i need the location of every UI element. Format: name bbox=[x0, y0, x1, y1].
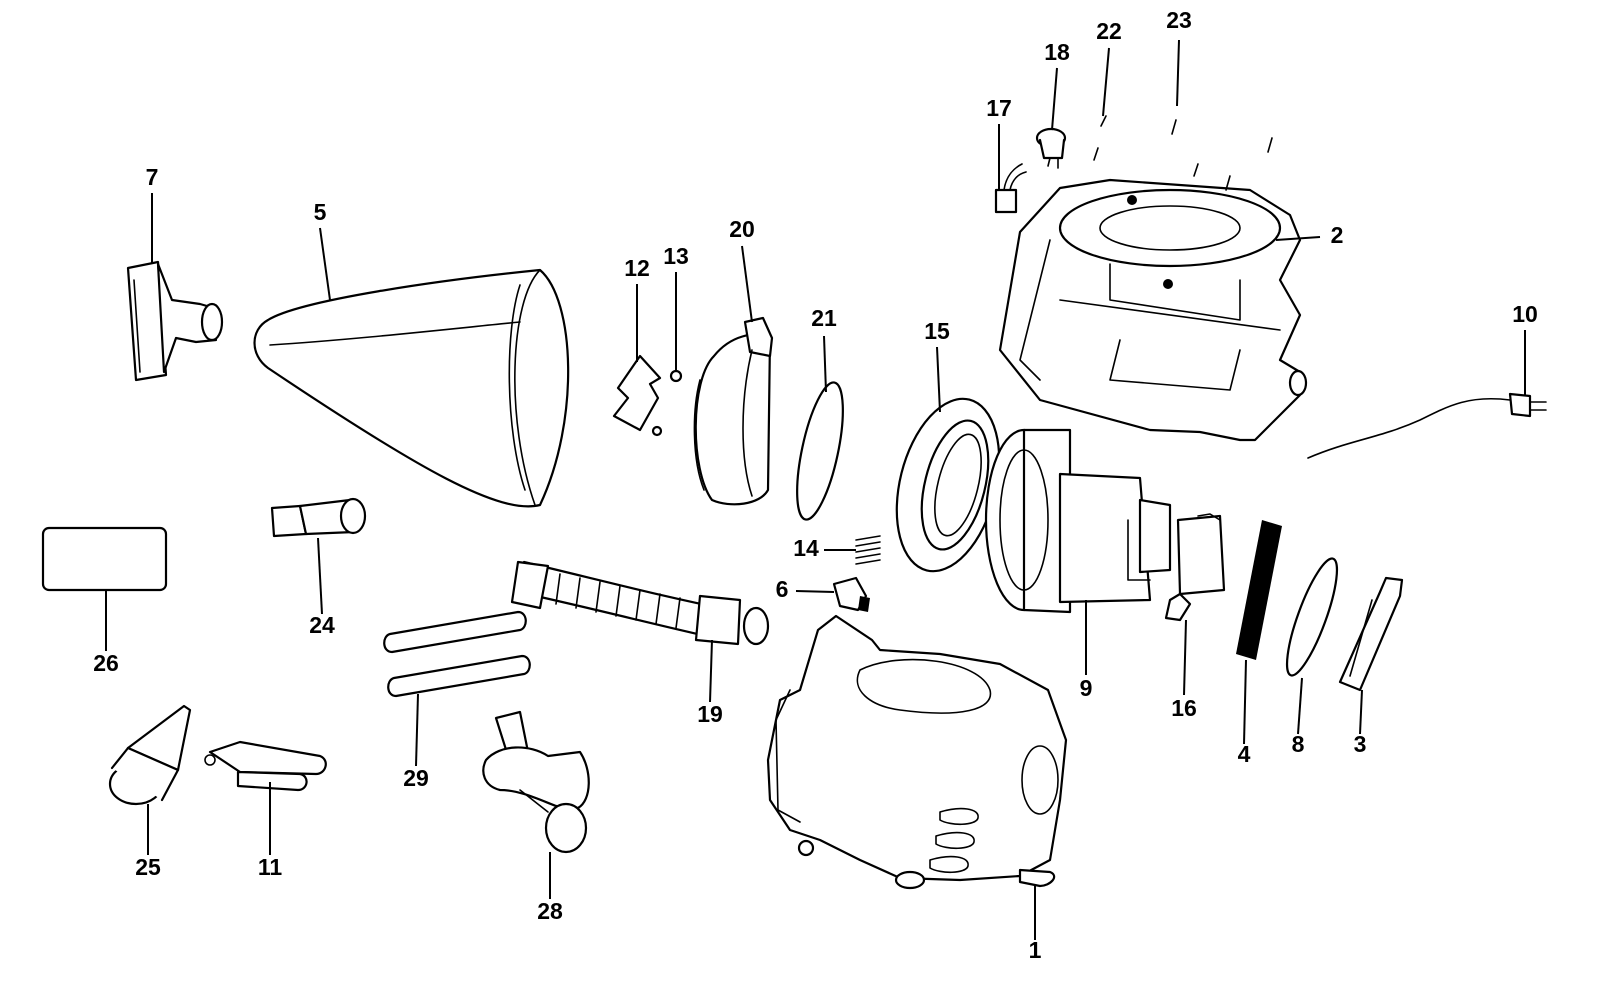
callout-22: 22 bbox=[1096, 18, 1122, 44]
callout-labels: 1 2 3 4 5 6 7 8 9 10 11 12 13 14 15 16 1… bbox=[93, 7, 1538, 963]
callout-15: 15 bbox=[924, 318, 950, 344]
part-3-clip bbox=[1338, 576, 1404, 692]
part-2-motor-housing bbox=[998, 178, 1308, 442]
part-5-dust-bowl bbox=[253, 268, 570, 508]
callout-11: 11 bbox=[258, 854, 283, 880]
callout-9: 9 bbox=[1080, 675, 1093, 701]
part-20-filter-frame bbox=[693, 316, 774, 506]
part-22-23-screws bbox=[1093, 115, 1273, 191]
callout-16: 16 bbox=[1171, 695, 1197, 721]
callout-3: 3 bbox=[1354, 731, 1367, 757]
part-26-label bbox=[41, 526, 168, 592]
callout-29: 29 bbox=[403, 765, 429, 791]
part-17-switch bbox=[994, 163, 1027, 214]
part-6-latch bbox=[832, 576, 870, 612]
callout-25: 25 bbox=[135, 854, 161, 880]
part-11-brush-clip bbox=[204, 740, 327, 792]
part-18-button bbox=[1035, 127, 1067, 169]
callout-5: 5 bbox=[314, 199, 327, 225]
callout-2: 2 bbox=[1331, 222, 1344, 248]
part-9-motor bbox=[984, 428, 1172, 614]
callout-24: 24 bbox=[309, 612, 335, 638]
part-1-main-body bbox=[766, 614, 1068, 890]
part-29-extension-rods bbox=[383, 610, 531, 698]
part-24-adapter bbox=[270, 497, 367, 538]
part-12-latch-plate bbox=[612, 354, 662, 432]
callout-8: 8 bbox=[1292, 731, 1305, 757]
callout-12: 12 bbox=[624, 255, 650, 281]
callout-21: 21 bbox=[811, 305, 837, 331]
part-15-ring-gasket bbox=[895, 397, 1001, 573]
part-10-power-cord bbox=[1307, 392, 1547, 459]
part-19-flexible-hose bbox=[510, 560, 770, 646]
leader-lines bbox=[105, 39, 1526, 940]
part-7-upholstery-tool bbox=[126, 260, 224, 382]
part-14-spring bbox=[855, 535, 881, 565]
callout-18: 18 bbox=[1044, 39, 1070, 65]
callout-4: 4 bbox=[1238, 741, 1251, 767]
callout-19: 19 bbox=[697, 701, 723, 727]
callout-23: 23 bbox=[1166, 7, 1192, 33]
callout-13: 13 bbox=[663, 243, 689, 269]
part-21-filter-disc bbox=[796, 381, 844, 521]
callout-10: 10 bbox=[1512, 301, 1538, 327]
callout-26: 26 bbox=[93, 650, 119, 676]
callout-6: 6 bbox=[776, 576, 789, 602]
callout-1: 1 bbox=[1029, 937, 1042, 963]
part-4-mesh-filter bbox=[1236, 520, 1282, 660]
part-8-disc-filter bbox=[1285, 557, 1339, 677]
part-13-screws bbox=[651, 369, 683, 437]
callout-14: 14 bbox=[793, 535, 819, 561]
callout-7: 7 bbox=[146, 164, 159, 190]
callout-28: 28 bbox=[537, 898, 563, 924]
callout-20: 20 bbox=[729, 216, 755, 242]
part-16-filter-holder bbox=[1164, 513, 1226, 622]
part-28-floor-tool bbox=[482, 710, 590, 854]
part-25-crevice-nozzle bbox=[108, 704, 192, 806]
callout-17: 17 bbox=[986, 95, 1012, 121]
